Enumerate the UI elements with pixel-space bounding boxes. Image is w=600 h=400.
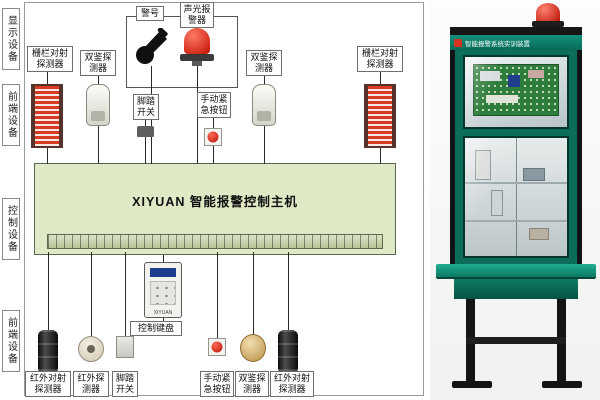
- glass-glare: [465, 138, 567, 256]
- zone-label-display: 显示设备: [2, 8, 20, 70]
- strobe-stem: [192, 61, 202, 66]
- system-diagram: 显示设备 前端设备 控制设备 前端设备 警号 声光报警器 栅栏对射探测器 双鉴探…: [2, 2, 424, 397]
- dual-detector-left-label: 双鉴探测器: [80, 50, 116, 76]
- infrared-beam-detector-icon: [278, 330, 298, 374]
- dual-tech-detector-icon: [240, 334, 266, 362]
- cabinet-body: [450, 50, 582, 264]
- foot-switch-icon: [137, 126, 154, 137]
- control-keypad: XIYUAN: [144, 262, 182, 318]
- foot-switch-top-label: 脚踏开关: [133, 94, 159, 120]
- zone-label-control: 控制设备: [2, 198, 20, 260]
- infrared-detector-icon: [78, 336, 104, 362]
- upper-window: [463, 55, 569, 129]
- strobe-dome: [184, 28, 210, 54]
- workbench-top: [436, 264, 596, 277]
- zone-label-front-top: 前端设备: [2, 84, 20, 146]
- dual-tech-detector-icon: [252, 84, 276, 126]
- stand-crossbar: [466, 337, 566, 344]
- keypad-screen: [150, 268, 176, 277]
- fence-beam-detector-icon: [364, 84, 396, 148]
- cabinet-title: 智能报警系统实训装置: [465, 40, 530, 48]
- product-photo: 智能报警系统实训装置: [430, 0, 600, 400]
- dual-detector-bottom-label: 双鉴探测器: [235, 371, 269, 397]
- fence-beam-detector-icon: [31, 84, 63, 148]
- stand-foot-right: [542, 381, 582, 388]
- emergency-button-icon: [208, 338, 226, 356]
- cabinet-header: 智能报警系统实训装置: [450, 35, 582, 50]
- foot-switch-bottom-label: 脚踏开关: [112, 371, 138, 397]
- alarm-host-panel: XIYUAN 智能报警控制主机: [34, 163, 396, 255]
- brand-logo: [454, 38, 462, 47]
- emergency-bottom-label: 手动紧急按钮: [200, 371, 234, 397]
- infrared-beam-right-label: 红外对射探测器: [270, 371, 314, 397]
- keypad-brand: XIYUAN: [153, 310, 173, 316]
- fence-detector-left-label: 栅栏对射探测器: [27, 46, 73, 72]
- beacon-base: [532, 21, 564, 27]
- dual-tech-detector-icon: [86, 84, 110, 126]
- siren-horn-icon: [134, 27, 168, 66]
- infrared-beam-detector-icon: [38, 330, 58, 374]
- siren-label: 警号: [136, 6, 164, 21]
- strobe-light-icon: [180, 28, 214, 66]
- infrared-beam-left-label: 红外对射探测器: [25, 371, 71, 397]
- strobe-label: 声光报警器: [180, 2, 214, 28]
- red-button: [211, 341, 223, 353]
- infrared-detector-label: 红外探测器: [73, 371, 109, 397]
- beacon-light-icon: [536, 3, 560, 23]
- emergency-button-icon: [204, 128, 222, 146]
- terminal-strip: [47, 234, 383, 249]
- keypad-label: 控制键盘: [130, 321, 182, 336]
- foot-switch-icon: [116, 336, 134, 358]
- detector-lens: [257, 111, 271, 121]
- dual-detector-right-label: 双鉴探测器: [246, 50, 282, 76]
- alarm-host-title: XIYUAN 智能报警控制主机: [132, 195, 298, 209]
- workbench-apron: [454, 279, 578, 299]
- glass-glare: [465, 57, 567, 127]
- zone-label-front-bottom: 前端设备: [2, 310, 20, 372]
- fence-detector-right-label: 栅栏对射探测器: [357, 46, 403, 72]
- cabinet-top-frame: [450, 27, 582, 35]
- stand-foot-left: [452, 381, 492, 388]
- emergency-button-top-label: 手动紧急按钮: [197, 92, 231, 118]
- detector-lens: [87, 345, 95, 353]
- detector-lens: [91, 111, 105, 121]
- lower-window: [463, 136, 569, 258]
- keypad-keys: [150, 281, 176, 305]
- strobe-base: [180, 54, 214, 61]
- red-button: [207, 131, 219, 143]
